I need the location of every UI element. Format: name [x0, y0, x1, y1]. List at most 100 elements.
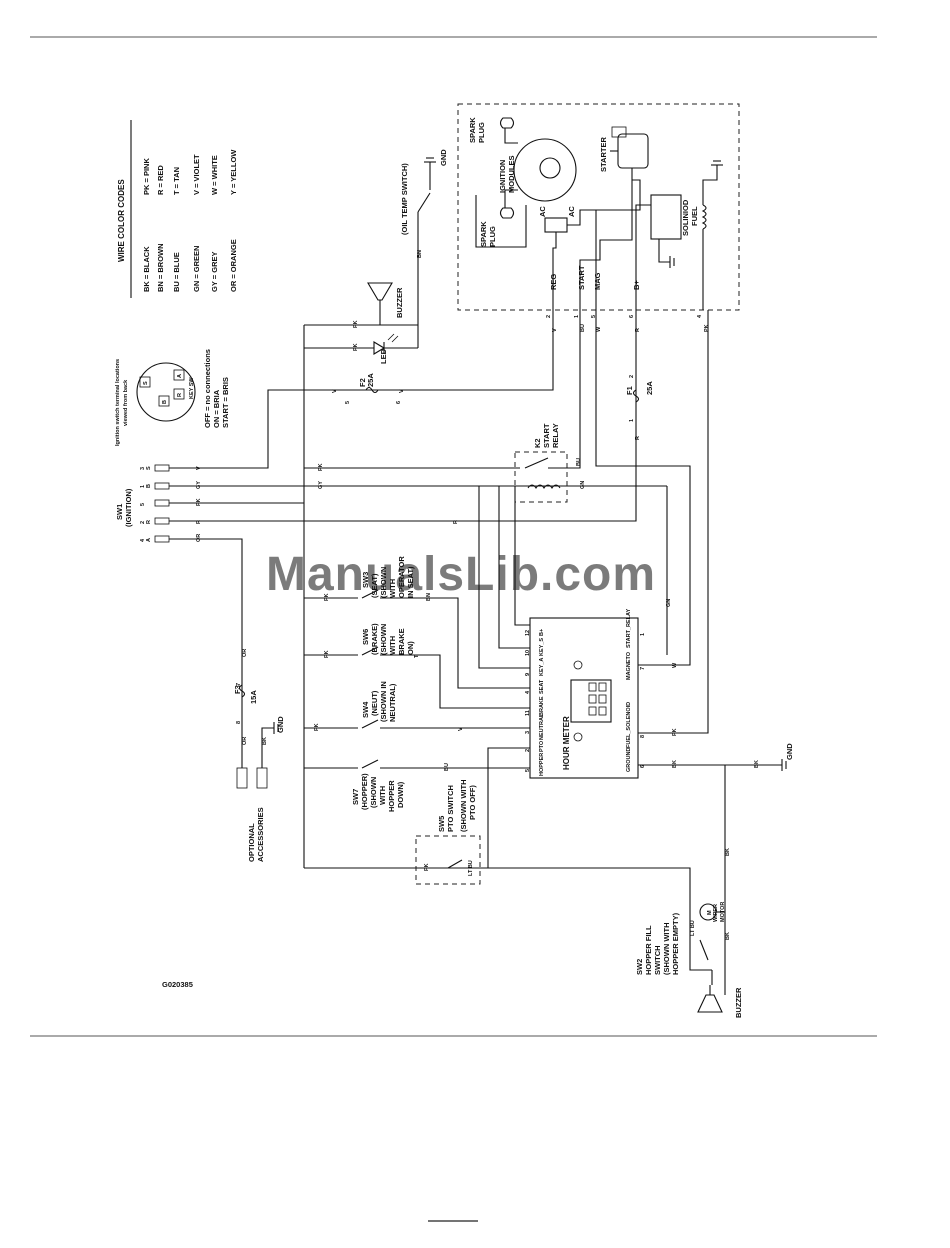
svg-text:PLUG: PLUG	[477, 122, 486, 143]
starter-motor	[617, 133, 649, 169]
svg-text:SPARK: SPARK	[468, 117, 477, 143]
sw4-neutral: PK V SW4 (NEUT) (SHOWN IN NEUTRAL)	[304, 681, 530, 731]
svg-text:START_RELAY: START_RELAY	[626, 609, 632, 648]
svg-text:2: 2	[629, 375, 635, 378]
svg-text:WITH: WITH	[388, 579, 397, 598]
svg-text:OPERATOR: OPERATOR	[397, 556, 406, 598]
svg-text:B+: B+	[632, 280, 641, 290]
svg-text:V: V	[196, 466, 202, 470]
hour-meter: HOUR METER 12 B+ 10 KEY_S 9 KEY_A 4 SEAT…	[525, 609, 646, 779]
svg-text:F3: F3	[233, 685, 242, 694]
svg-text:3: 3	[140, 467, 146, 470]
svg-text:PTO OFF): PTO OFF)	[468, 785, 477, 820]
svg-text:(HOPPER): (HOPPER)	[360, 773, 369, 810]
legend-entry: T = TAN	[172, 167, 181, 195]
svg-text:SW6: SW6	[361, 629, 370, 645]
svg-text:8: 8	[236, 721, 242, 724]
key-terminal: R	[177, 393, 183, 397]
svg-text:START: START	[542, 423, 551, 448]
sw6-brake: PK T SW6 (BRAKE) (SHOWN WITH BRAKE ON)	[304, 623, 530, 709]
svg-text:PK: PK	[353, 343, 359, 351]
svg-text:HOPPER EMPTY): HOPPER EMPTY)	[671, 912, 680, 975]
svg-text:5: 5	[525, 769, 531, 772]
svg-text:SW5: SW5	[437, 816, 446, 832]
legend-entry: BN = BROWN	[156, 243, 165, 292]
svg-text:SW4: SW4	[361, 701, 370, 718]
sw3-seat: PK BN SW3 (SEAT) (SHOWN WITH OPERATOR IN…	[304, 556, 530, 689]
svg-text:15A: 15A	[249, 690, 258, 704]
svg-text:HOPPER FILL: HOPPER FILL	[644, 925, 653, 975]
svg-text:M: M	[707, 910, 713, 915]
svg-text:2: 2	[140, 521, 146, 524]
svg-text:BRAKE: BRAKE	[397, 628, 406, 655]
svg-text:10: 10	[525, 650, 531, 656]
svg-text:GROUND: GROUND	[626, 748, 632, 772]
legend-entry: Y = YELLOW	[229, 149, 238, 195]
svg-text:IN SEAT): IN SEAT)	[406, 566, 415, 598]
key-start-text: START = BRIS	[221, 377, 230, 428]
svg-text:HOUR METER: HOUR METER	[562, 716, 571, 770]
svg-text:AC: AC	[567, 206, 576, 217]
svg-text:25A: 25A	[645, 381, 654, 395]
svg-text:1: 1	[629, 419, 635, 422]
legend-entry: V = VIOLET	[192, 154, 201, 195]
svg-text:A: A	[146, 538, 152, 542]
svg-text:SW1: SW1	[115, 504, 124, 520]
svg-text:GN: GN	[580, 481, 586, 489]
svg-text:ACCESSORIES: ACCESSORIES	[256, 807, 265, 862]
svg-text:PK: PK	[353, 320, 359, 328]
svg-text:25A: 25A	[366, 373, 375, 387]
svg-text:12: 12	[525, 630, 531, 636]
svg-text:NEUTRAL): NEUTRAL)	[388, 683, 397, 722]
legend-entry: W = WHITE	[210, 155, 219, 195]
legend-entry: GN = GREEN	[192, 246, 201, 292]
svg-text:W: W	[672, 662, 678, 668]
svg-text:PK: PK	[704, 324, 710, 332]
svg-text:PK: PK	[196, 498, 202, 506]
svg-text:OR: OR	[242, 737, 248, 745]
wire-or-key-a	[169, 538, 243, 760]
svg-text:2: 2	[546, 315, 552, 318]
svg-text:BU: BU	[444, 763, 450, 771]
svg-text:START: START	[577, 265, 586, 290]
sw1-ignition-connector: SW1 (IGNITION) 3 S 1 B 5 2 R 4 A	[115, 464, 170, 543]
svg-text:(SHOWN: (SHOWN	[379, 624, 388, 655]
svg-text:OPTIONAL: OPTIONAL	[247, 823, 256, 862]
svg-text:BK: BK	[262, 737, 268, 745]
sw2-hopper-fill: SW2 HOPPER FILL SWITCH (SHOWN WITH HOPPE…	[635, 912, 713, 985]
svg-text:2: 2	[525, 749, 531, 752]
svg-text:MAGNETO: MAGNETO	[626, 651, 632, 680]
svg-text:PK: PK	[672, 728, 678, 736]
svg-text:GND: GND	[439, 149, 448, 166]
svg-text:6: 6	[629, 315, 635, 318]
svg-text:BK: BK	[725, 932, 731, 940]
svg-text:ON): ON)	[406, 641, 415, 655]
svg-text:7: 7	[640, 667, 646, 670]
svg-text:V: V	[399, 389, 405, 393]
key-terminal: B	[162, 400, 168, 404]
svg-text:HOPPER: HOPPER	[387, 780, 396, 812]
key-on-text: ON = BRIA	[212, 389, 221, 428]
svg-text:(NEUT): (NEUT)	[370, 690, 379, 716]
svg-text:SW2: SW2	[635, 959, 644, 975]
svg-text:(SHOWN IN: (SHOWN IN	[379, 681, 388, 722]
svg-text:HOPPER: HOPPER	[539, 753, 545, 776]
svg-text:NEUTRAL: NEUTRAL	[539, 713, 545, 740]
svg-text:LT BU: LT BU	[690, 920, 696, 936]
svg-text:OR: OR	[196, 534, 202, 542]
watermark: ManualsLib.com	[266, 548, 656, 601]
svg-text:V: V	[458, 727, 464, 731]
svg-text:WITH: WITH	[378, 786, 387, 805]
k2-start-relay: PK K2 START RELAY	[304, 423, 568, 503]
svg-text:PLUG: PLUG	[488, 226, 497, 247]
svg-text:FUEL_SOLENOID: FUEL_SOLENOID	[626, 702, 632, 748]
svg-text:PTO: PTO	[539, 740, 545, 752]
bottom-buzzer: BUZZER	[697, 985, 743, 1018]
svg-text:PTO SWITCH: PTO SWITCH	[446, 785, 455, 832]
f3-fuse: F3 15A 7 8 OR OR	[233, 649, 258, 745]
svg-text:1: 1	[640, 633, 646, 636]
svg-text:(IGNITION): (IGNITION)	[124, 488, 133, 527]
svg-text:FUEL: FUEL	[690, 206, 699, 226]
f2-fuse: F2 25A 5 6 V V	[332, 373, 405, 404]
